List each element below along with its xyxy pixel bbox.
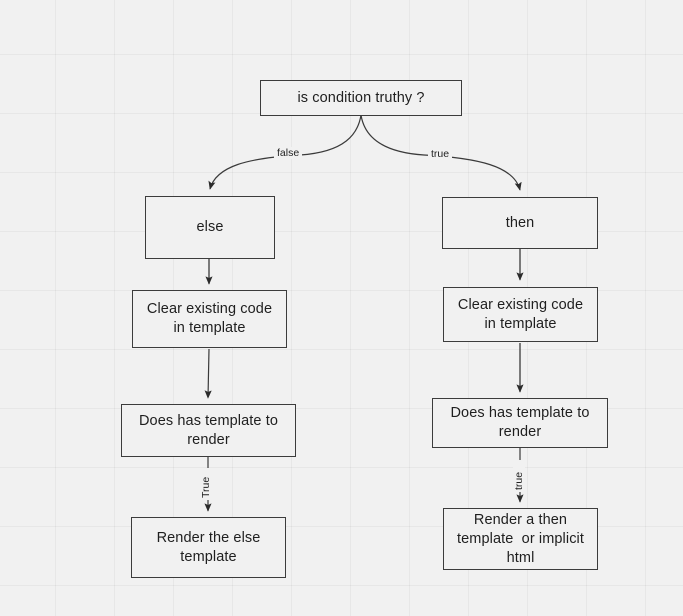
- node-clear-template-else[interactable]: Clear existing code in template: [132, 290, 287, 348]
- node-has-template-else[interactable]: Does has template to render: [121, 404, 296, 457]
- edge-label-false: false: [274, 147, 303, 159]
- edge-clear-to-has-template-else: [204, 348, 212, 399]
- node-render-else-template[interactable]: Render the else template: [131, 517, 286, 578]
- edge-label-true-else-branch: True: [200, 468, 212, 500]
- node-condition[interactable]: is condition truthy ?: [260, 80, 462, 116]
- edge-label-true-then-branch: true: [513, 460, 525, 492]
- edge-label-true: true: [428, 148, 453, 160]
- node-has-template-then[interactable]: Does has template to render: [432, 398, 608, 448]
- node-clear-template-then[interactable]: Clear existing code in template: [443, 287, 598, 342]
- node-else[interactable]: else: [145, 196, 275, 259]
- node-render-then-template[interactable]: Render a then template or implicit html: [443, 508, 598, 570]
- node-then[interactable]: then: [442, 197, 598, 249]
